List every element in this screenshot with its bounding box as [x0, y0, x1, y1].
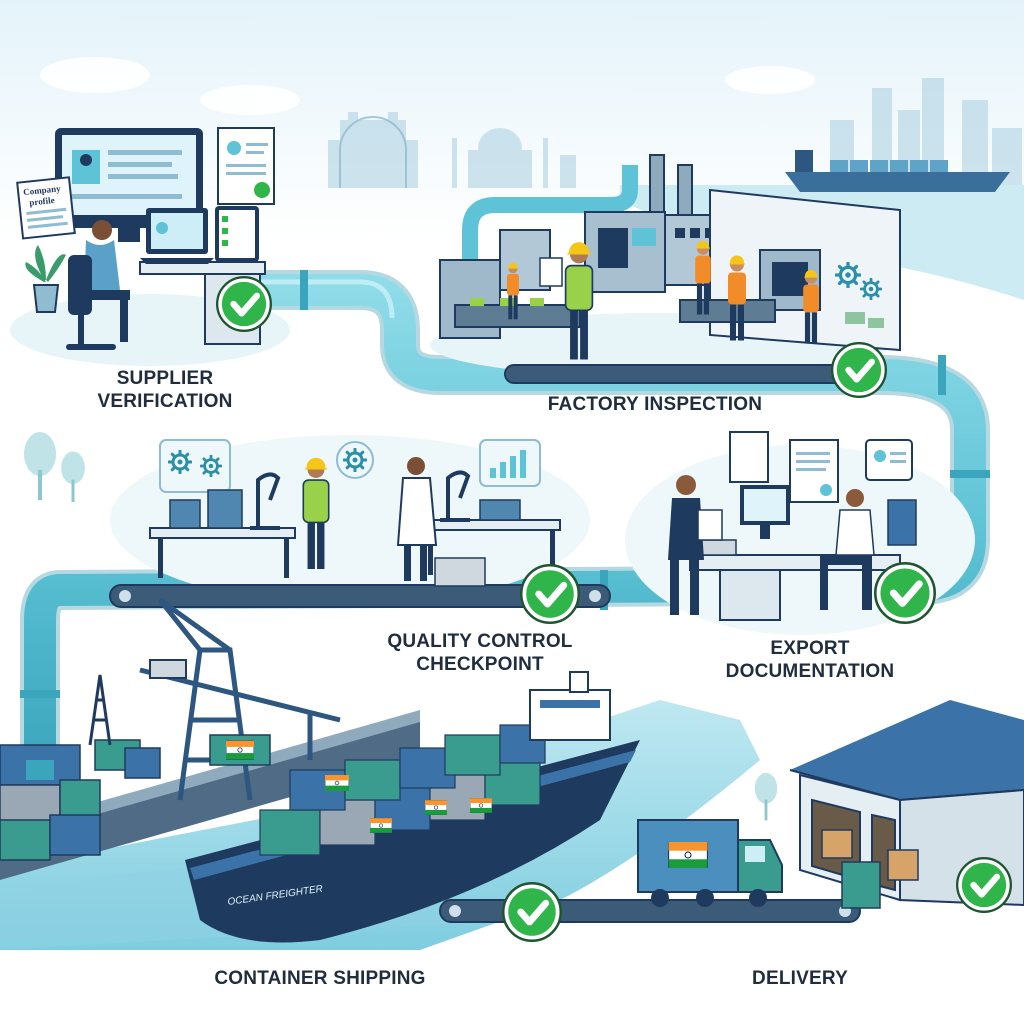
stage-label-line: CHECKPOINT: [416, 654, 544, 675]
container-shipping-check-icon: [503, 883, 561, 941]
stage-label-line: CONTAINER SHIPPING: [214, 968, 426, 989]
quality-control-check-icon: [521, 565, 579, 623]
stage-label-line: EXPORT: [770, 638, 850, 659]
stage-label-line: FACTORY INSPECTION: [547, 394, 763, 415]
stage-label-factory-inspection: FACTORY INSPECTION: [510, 393, 800, 416]
company-profile-line-1: Company: [23, 183, 62, 197]
export-documentation-check-icon: [875, 563, 934, 622]
stage-label-line: SUPPLIER: [116, 368, 214, 389]
delivery-check-icon: [957, 858, 1011, 912]
company-profile-line-2: profile: [29, 195, 55, 208]
stage-label-line: DELIVERY: [752, 968, 848, 989]
stage-label-delivery: DELIVERY: [730, 967, 870, 990]
stage-label-container-shipping: CONTAINER SHIPPING: [180, 967, 460, 990]
stage-label-line: VERIFICATION: [97, 391, 233, 412]
stage-label-supplier-verification: SUPPLIER VERIFICATION: [60, 367, 270, 413]
stage-label-line: QUALITY CONTROL: [387, 631, 573, 652]
stage-label-quality-control-checkpoint: QUALITY CONTROL CHECKPOINT: [340, 630, 620, 676]
supplier-verification-check-icon: [217, 277, 271, 331]
factory-inspection-check-icon: [832, 343, 886, 397]
stage-label-line: DOCUMENTATION: [725, 661, 895, 682]
stage-label-export-documentation: EXPORT DOCUMENTATION: [690, 637, 930, 683]
